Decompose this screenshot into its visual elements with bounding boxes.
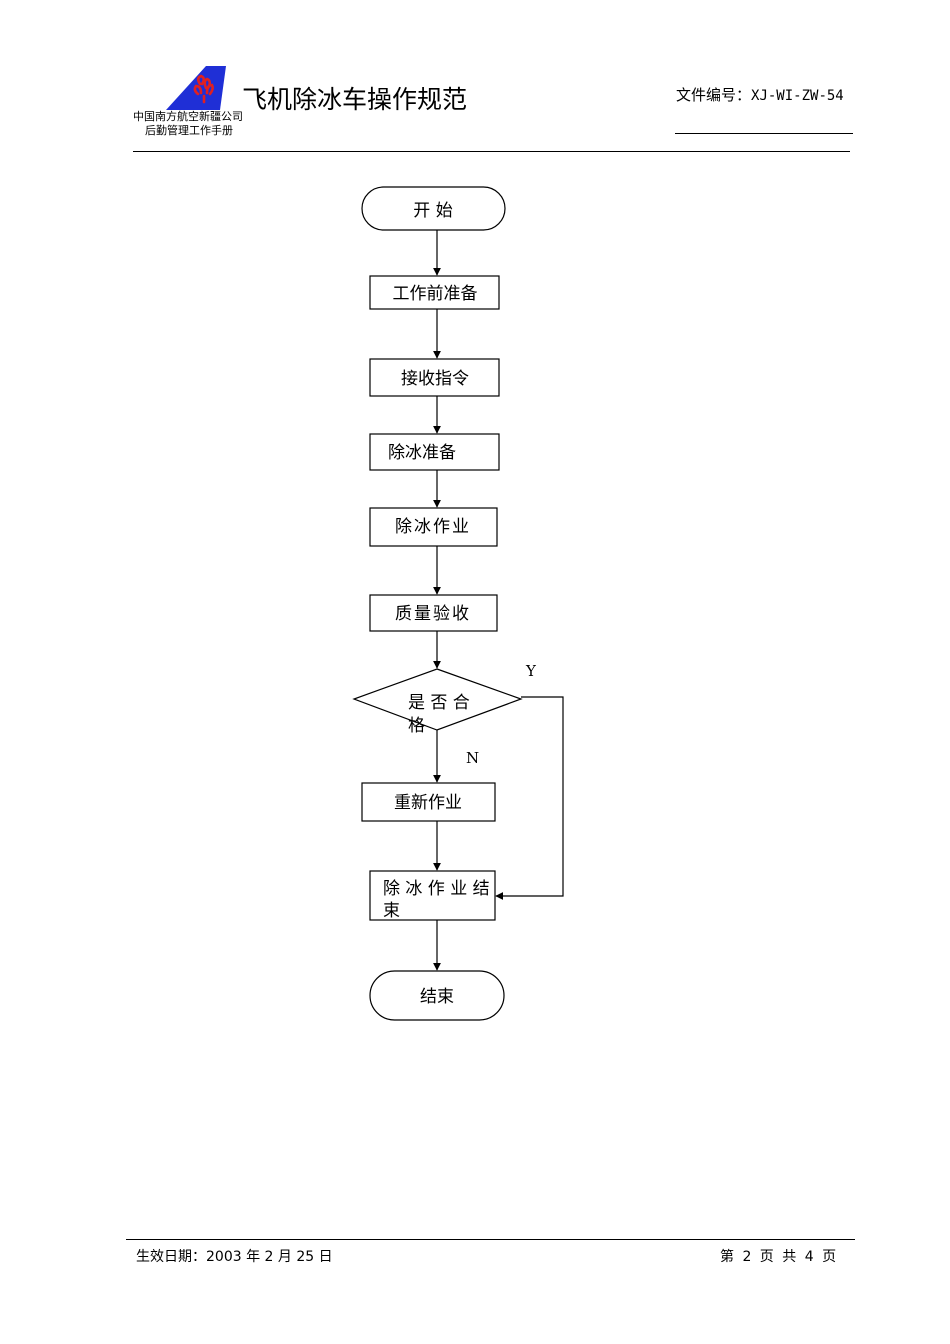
step-deice-work-box [369, 507, 498, 547]
step-receive-order-label: 接收指令 [401, 369, 469, 389]
step-deice-work-label: 除冰作业 [395, 517, 471, 537]
document-number: 文件编号：XJ-WI-ZW-54 [676, 84, 844, 105]
decision-label-line1: 是 否 合 [408, 693, 470, 713]
company-name: 中国南方航空新疆公司 后勤管理工作手册 [133, 110, 243, 138]
step-deice-prep-label: 除冰准备 [388, 443, 456, 463]
page-number: 第 2 页 共 4 页 [720, 1249, 837, 1265]
start-terminal [361, 186, 506, 231]
company-line1: 中国南方航空新疆公司 [133, 110, 243, 123]
header-divider [133, 151, 850, 152]
company-logo [166, 66, 226, 110]
company-line2: 后勤管理工作手册 [145, 124, 233, 137]
step-rework-box [361, 782, 496, 822]
end-terminal [369, 970, 505, 1021]
step-finish-label-line1: 除 冰 作 业 结 [383, 879, 490, 899]
doc-number-underline [675, 133, 853, 134]
step-finish-box [369, 870, 496, 921]
step-prepare-label: 工作前准备 [393, 284, 478, 304]
step-prepare-box [369, 275, 500, 310]
step-deice-prep-box [369, 433, 500, 471]
document-number-label: 文件编号： [676, 86, 752, 104]
step-receive-order-box [369, 358, 500, 397]
arrow-yes-to-finish [495, 696, 564, 900]
effective-date: 生效日期：2003 年 2 月 25 日 [136, 1249, 333, 1265]
document-number-value: XJ-WI-ZW-54 [751, 88, 844, 104]
step-inspection-label: 质量验收 [395, 604, 471, 624]
end-label: 结束 [420, 987, 454, 1007]
footer-divider [126, 1239, 855, 1240]
decision-label-line2: 格 [408, 716, 425, 736]
branch-no-label: N [466, 749, 479, 767]
branch-yes-label: Y [525, 662, 537, 680]
step-rework-label: 重新作业 [394, 793, 462, 813]
step-inspection-box [369, 594, 498, 632]
start-label: 开 始 [413, 201, 452, 221]
document-title: 飞机除冰车操作规范 [242, 85, 468, 114]
step-finish-label-line2: 束 [383, 901, 400, 921]
